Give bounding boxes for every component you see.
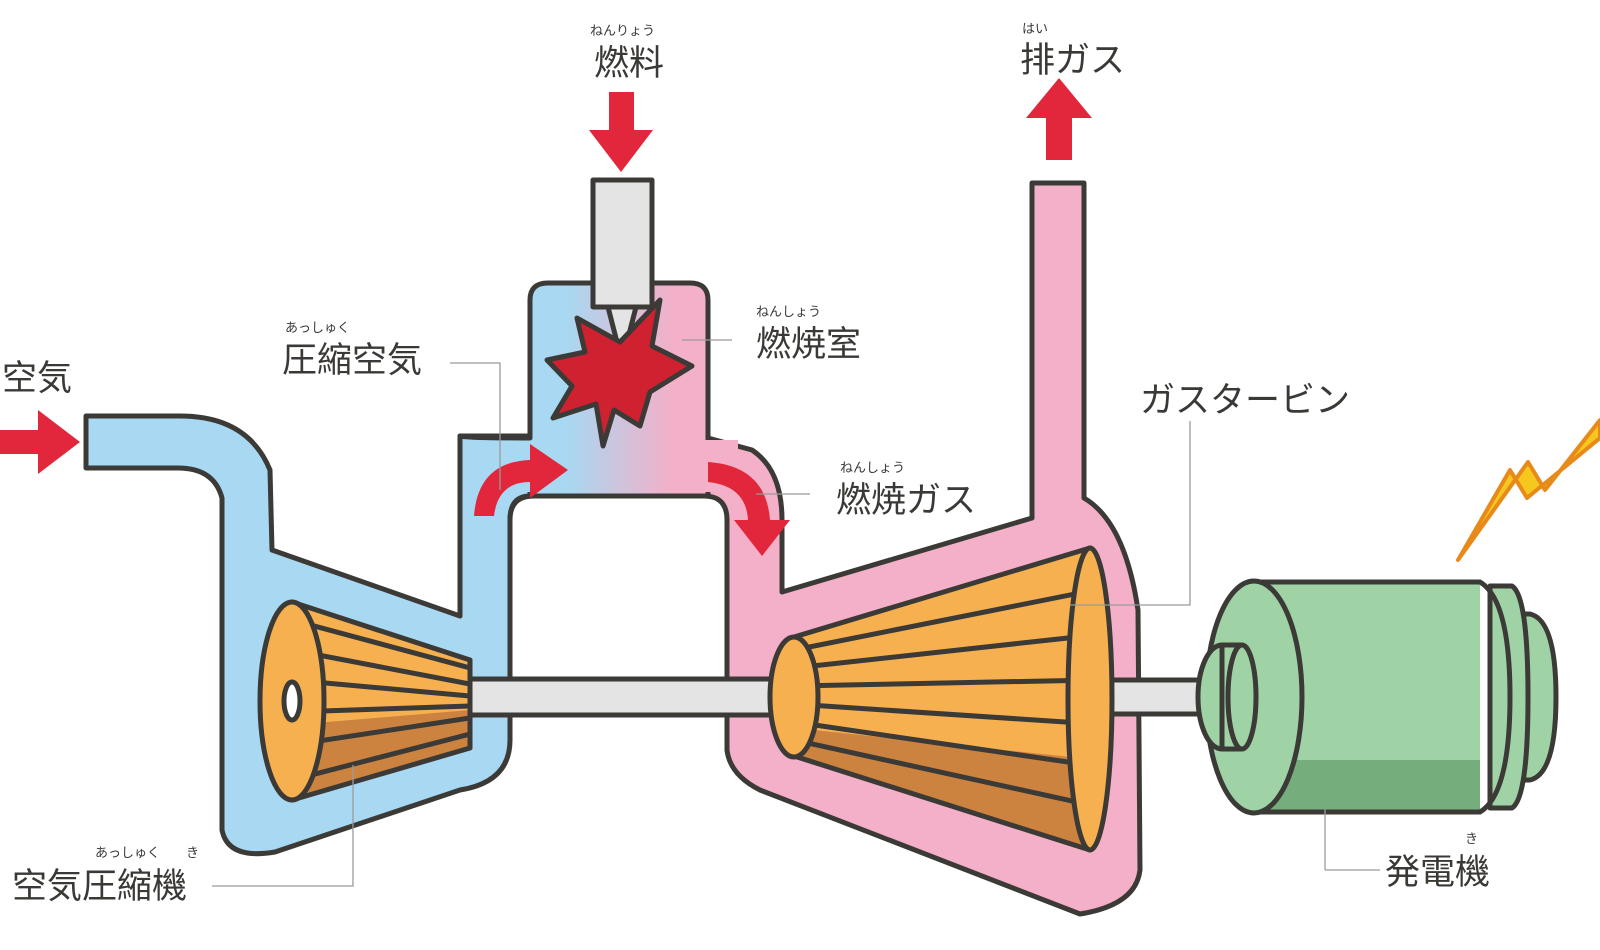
exhaust-arrow [1026, 78, 1092, 160]
label-combustion-gas: 燃焼ガス [836, 481, 976, 521]
fuel-arrow [589, 92, 653, 172]
label-fuel: 燃料 [594, 44, 664, 84]
label-combustion-chamber: 燃焼室 [756, 325, 861, 365]
generator-shaft [1097, 677, 1207, 717]
ruby-combustion-chamber: ねんしょう [756, 305, 821, 320]
turbine-rotor [767, 545, 1115, 853]
shaft [457, 676, 803, 718]
label-air-compressor: 空気圧縮機 [12, 867, 187, 907]
ruby-exhaust: はい [1022, 22, 1048, 37]
combustion-gas-arrow [708, 462, 790, 556]
flow-arrow-icon [0, 78, 1092, 556]
leader-lines [212, 339, 1380, 887]
air-intake-arrow [0, 410, 80, 474]
label-generator: 発電機 [1385, 853, 1490, 893]
label-gas-turbine: ガスタービン [1140, 381, 1350, 421]
compressed-air-arrow [474, 444, 568, 516]
compressor-rotor [257, 599, 473, 803]
ruby-compressed-air: あっしゅく [285, 321, 350, 336]
label-compressed-air: 圧縮空気 [282, 341, 422, 381]
ruby-combustion-gas: ねんしょう [840, 461, 905, 476]
ruby-fuel: ねんりょう [590, 24, 655, 39]
ruby-generator: き [1465, 832, 1478, 847]
label-exhaust: 排ガス [1020, 41, 1125, 81]
label-air: 空気 [2, 359, 72, 399]
lightning-icon [1456, 418, 1600, 562]
ruby-air-compressor: あっしゅく き [95, 846, 199, 861]
generator [1195, 578, 1559, 816]
explosion-icon [544, 297, 695, 449]
